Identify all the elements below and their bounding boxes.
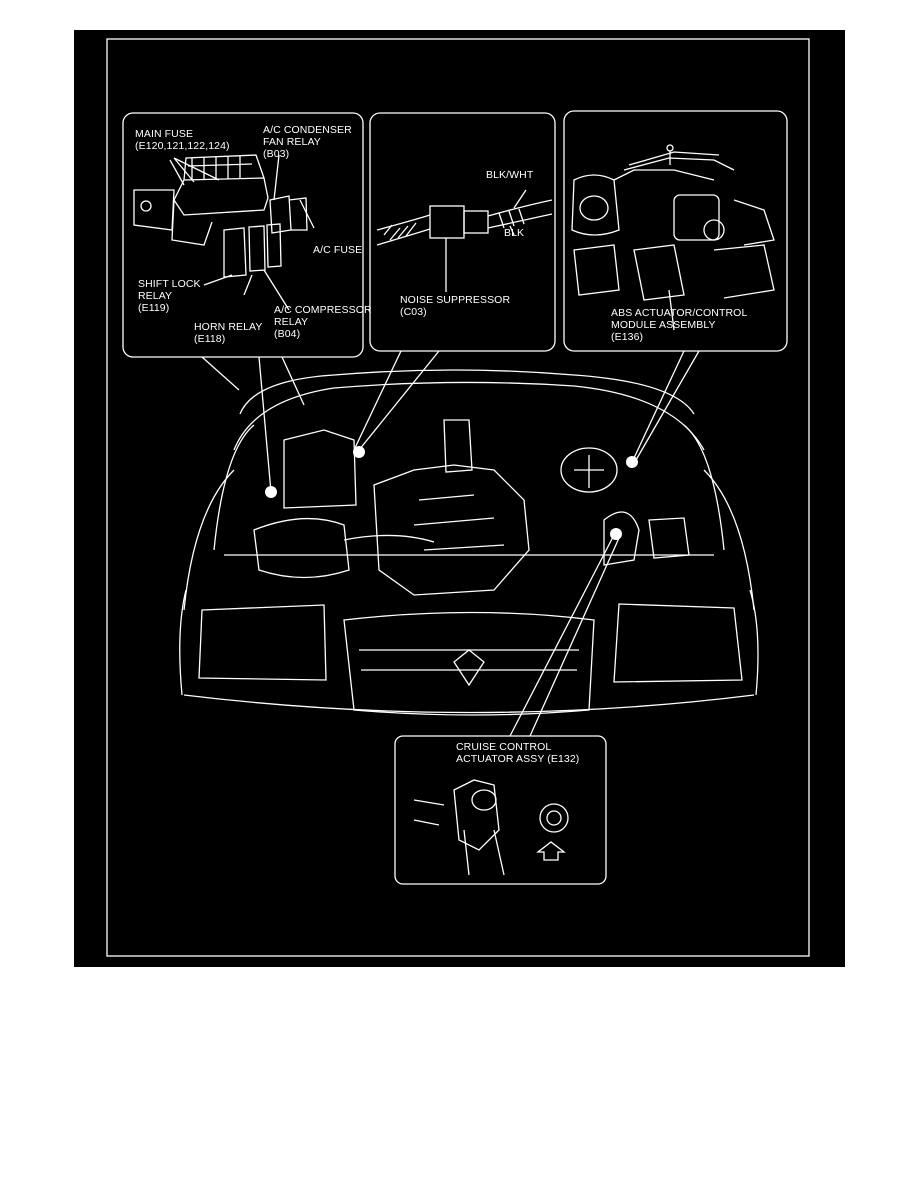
grille [343, 611, 595, 716]
left-headlight [198, 604, 327, 681]
shift-lock-relay-label: SHIFT LOCK RELAY (E119) [138, 278, 201, 314]
marker-relay-box [265, 486, 277, 498]
cruise-control-sketch [413, 779, 569, 876]
emblem [453, 649, 485, 687]
abs-callout [563, 110, 788, 352]
abs-unit-sketch [571, 144, 775, 331]
cruise-control-callout [394, 735, 607, 885]
vehicle-front [179, 369, 759, 716]
ac-condenser-fan-relay-label: A/C CONDENSER FAN RELAY (B03) [263, 124, 352, 160]
battery [283, 429, 357, 509]
marker-abs [626, 456, 638, 468]
noise-suppressor-callout [369, 112, 556, 352]
down-arrow-icon [536, 841, 566, 861]
pointer-lines [201, 350, 700, 737]
relay-box-sketch [133, 154, 315, 311]
engine-block [373, 464, 530, 596]
ac-fuse-label: A/C FUSE [313, 244, 363, 256]
blk-wire-label: BLK [504, 227, 525, 239]
marker-cruise-control [610, 528, 622, 540]
cruise-control-actuator-label: CRUISE CONTROL ACTUATOR ASSY (E132) [456, 741, 580, 765]
engine-compartment-diagram: MAIN FUSE (E120,121,122,124) A/C CONDENS… [74, 30, 845, 967]
relay-box-callout [122, 112, 364, 358]
horn-relay-label: HORN RELAY (E118) [194, 321, 263, 345]
abs-actuator-label: ABS ACTUATOR/CONTROL MODULE ASSEMBLY (E1… [611, 307, 748, 343]
location-markers [265, 446, 638, 540]
diagram-frame [106, 38, 810, 957]
blk-wht-wire-label: BLK/WHT [486, 169, 534, 181]
right-headlight [613, 603, 743, 683]
main-fuse-label: MAIN FUSE (E120,121,122,124) [135, 128, 230, 152]
noise-suppressor-sketch [376, 189, 553, 292]
ac-compressor-relay-label: A/C COMPRESSOR RELAY (B04) [274, 304, 372, 340]
noise-suppressor-label: NOISE SUPPRESSOR (C03) [400, 294, 511, 318]
marker-noise-suppressor [353, 446, 365, 458]
diagram-artwork [106, 38, 810, 957]
